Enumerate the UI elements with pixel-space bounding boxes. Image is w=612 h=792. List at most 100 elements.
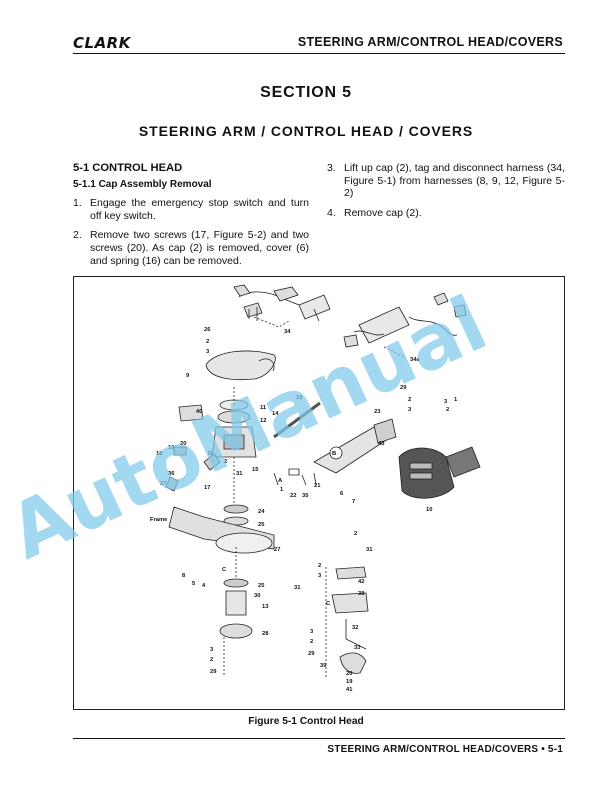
- callout: 11: [260, 405, 267, 411]
- callout: 25: [258, 522, 265, 528]
- exploded-view-diagram: 34 26 2 3 9 16 11 12 14 40 20 19 18 36 3…: [150, 284, 481, 693]
- callout: 38: [358, 591, 365, 597]
- callout: 2: [318, 563, 321, 569]
- callout: 25: [258, 583, 265, 589]
- callout: 18: [156, 451, 163, 457]
- callout: 6: [340, 491, 344, 497]
- cap-drawing: [205, 350, 276, 381]
- callout: 3: [210, 647, 214, 653]
- callout: C: [326, 601, 331, 607]
- callout: 29: [210, 669, 217, 675]
- callout: 3: [444, 399, 448, 405]
- callout: 13: [262, 604, 269, 610]
- callout: 2: [310, 639, 313, 645]
- callout: 35: [302, 493, 309, 499]
- callout: 21: [314, 483, 321, 489]
- clark-logo: CLARK: [73, 34, 131, 52]
- callout: 3: [408, 407, 412, 413]
- callout: 3: [318, 573, 322, 579]
- callout: C: [222, 567, 227, 573]
- callout: B: [332, 451, 336, 457]
- step-number: 1.: [73, 197, 82, 210]
- callout: 14: [272, 411, 279, 417]
- left-column: 5-1 CONTROL HEAD 5-1.1 Cap Assembly Remo…: [73, 162, 309, 274]
- callout: 22: [290, 493, 296, 499]
- figure-callouts: 34 26 2 3 9 16 11 12 14 40 20 19 18 36 3…: [150, 327, 458, 693]
- callout: 23: [374, 409, 381, 415]
- step-text: Remove two screws (17, Figure 5-2) and t…: [90, 229, 309, 267]
- procedure-steps-right: 3. Lift up cap (2), tag and disconnect h…: [327, 162, 565, 219]
- callout: 15: [252, 467, 259, 473]
- callout: 43: [378, 441, 385, 447]
- step-text: Remove cap (2).: [344, 206, 422, 219]
- callout: 2: [224, 459, 227, 465]
- section-title: SECTION 5: [260, 84, 352, 101]
- subsection-heading: 5-1.1 Cap Assembly Removal: [73, 178, 212, 190]
- callout: 26: [204, 327, 211, 333]
- header-rule: [73, 53, 565, 54]
- callout: 3: [310, 629, 314, 635]
- page-footer: STEERING ARM/CONTROL HEAD/COVERS • 5-1: [327, 744, 563, 755]
- callout: 2: [446, 407, 449, 413]
- callout: 39: [320, 663, 327, 669]
- procedure-steps-left: 1. Engage the emergency stop switch and …: [73, 197, 309, 267]
- callout: 9: [186, 373, 190, 379]
- procedure-step: 2. Remove two screws (17, Figure 5-2) an…: [73, 229, 309, 267]
- callout: 2: [354, 531, 357, 537]
- procedure-step: 4. Remove cap (2).: [327, 207, 565, 220]
- callout: 2: [206, 339, 209, 345]
- callout: 31: [294, 585, 301, 591]
- callout: 1: [280, 487, 284, 493]
- callout: 12: [260, 418, 266, 424]
- callout: 27: [274, 547, 280, 553]
- callout: D: [208, 451, 212, 457]
- callout: 1: [454, 397, 458, 403]
- callout: 19: [346, 679, 353, 685]
- callout: 3: [206, 349, 210, 355]
- callout: 4: [202, 583, 206, 589]
- running-header-title: STEERING ARM/CONTROL HEAD/COVERS: [297, 35, 563, 49]
- callout: 32: [352, 625, 358, 631]
- callout: 29: [308, 651, 315, 657]
- footer-rule: [73, 738, 565, 739]
- callout: 41: [346, 687, 353, 693]
- figure-caption: Figure 5-1 Control Head: [248, 716, 364, 727]
- callout: 37: [160, 481, 166, 487]
- callout: 40: [196, 409, 202, 415]
- step-number: 2.: [73, 229, 82, 242]
- harness-34a-drawing: [358, 306, 410, 344]
- step-number: 4.: [327, 206, 336, 219]
- callout: 10: [426, 507, 432, 513]
- section-heading: 5-1 CONTROL HEAD: [73, 162, 183, 174]
- callout: 33: [354, 645, 361, 651]
- callout: 17: [204, 485, 210, 491]
- callout: 31: [236, 471, 243, 477]
- figure-frame: 34 26 2 3 9 16 11 12 14 40 20 19 18 36 3…: [73, 276, 565, 710]
- callout: 42: [358, 579, 364, 585]
- callout: 31: [366, 547, 373, 553]
- callout: 2: [210, 657, 213, 663]
- callout: 7: [352, 499, 355, 505]
- callout: 20: [346, 671, 352, 677]
- procedure-step: 1. Engage the emergency stop switch and …: [73, 197, 309, 222]
- right-column: 3. Lift up cap (2), tag and disconnect h…: [327, 162, 565, 226]
- step-text: Lift up cap (2), tag and disconnect harn…: [344, 162, 565, 200]
- callout: A: [278, 478, 283, 484]
- callout: 36: [168, 471, 175, 477]
- callout: 30: [254, 593, 260, 599]
- procedure-step: 3. Lift up cap (2), tag and disconnect h…: [327, 162, 565, 200]
- step-number: 3.: [327, 162, 336, 174]
- callout: 20: [180, 441, 186, 447]
- callout: 24: [258, 509, 265, 515]
- callout: 16: [296, 395, 303, 401]
- callout: 34a: [410, 357, 420, 363]
- callout: 28: [262, 631, 269, 637]
- step-text: Engage the emergency stop switch and tur…: [90, 197, 309, 222]
- callout: 8: [182, 573, 186, 579]
- callout: 5: [192, 581, 196, 587]
- callout: 29: [400, 385, 407, 391]
- chapter-title: STEERING ARM / CONTROL HEAD / COVERS: [138, 123, 474, 139]
- callout: 19: [168, 445, 175, 451]
- callout: 34: [284, 329, 291, 335]
- frame-label: Frame: [150, 517, 168, 523]
